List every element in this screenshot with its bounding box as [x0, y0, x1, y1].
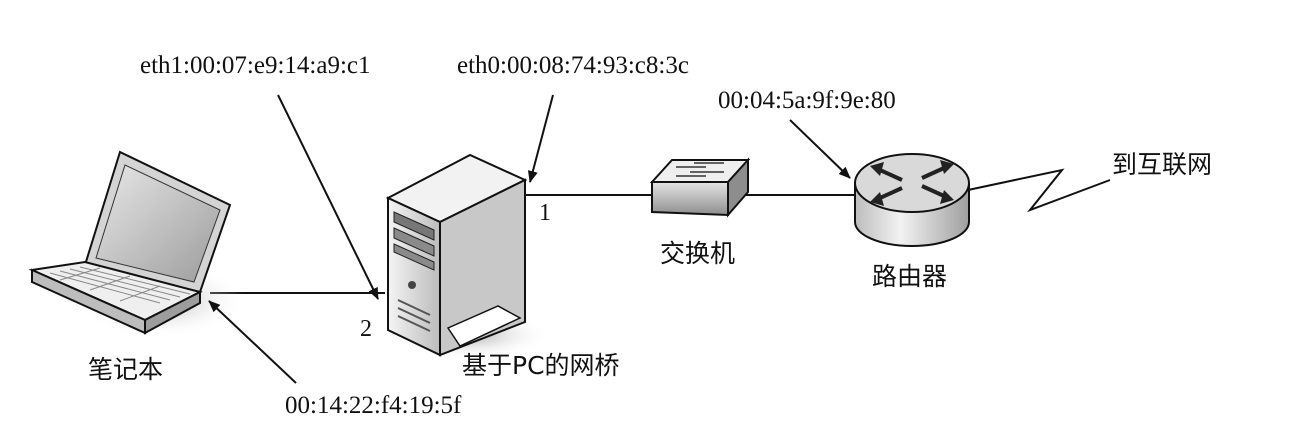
router-icon: [854, 153, 970, 247]
router-label: 路由器: [872, 262, 947, 291]
router-mac-pointer-arrow: [789, 119, 851, 179]
switch-label: 交换机: [660, 239, 735, 268]
laptop-label: 笔记本: [88, 355, 163, 384]
bridge-label: 基于PC的网桥: [462, 351, 620, 380]
laptop-mac-label: 00:14:22:f4:19:5f: [285, 392, 462, 419]
laptop-icon: [28, 150, 245, 338]
switch-icon: [649, 157, 751, 218]
laptop-mac-pointer-arrow: [208, 300, 297, 384]
router-mac-label: 00:04:5a:9f:9e:80: [718, 87, 896, 114]
port-2-label: 2: [360, 316, 372, 342]
eth0-mac-label: eth0:00:08:74:93:c8:3c: [457, 52, 689, 79]
internet-label: 到互联网: [1112, 150, 1212, 179]
pc-bridge-icon: [385, 153, 550, 360]
internet-link-bolt: [967, 168, 1111, 213]
eth0-pointer-arrow: [527, 94, 554, 183]
port-1-label: 1: [539, 200, 551, 226]
eth1-mac-label: eth1:00:07:e9:14:a9:c1: [140, 52, 371, 79]
eth1-pointer-arrow: [277, 94, 379, 300]
